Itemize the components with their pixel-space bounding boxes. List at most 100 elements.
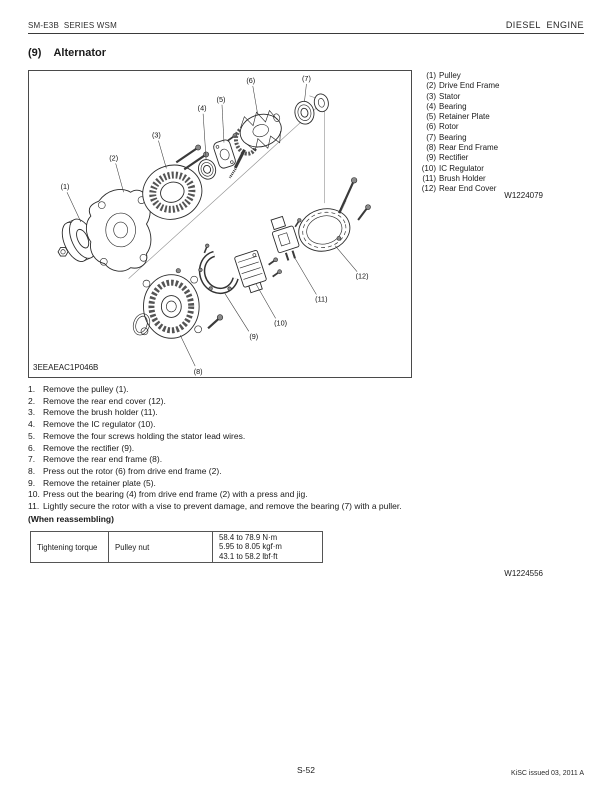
- rotor-drawing: [228, 109, 282, 179]
- part-item: (8)Rear End Frame: [414, 143, 584, 153]
- callout-leader-line: [304, 83, 307, 102]
- step-text: Press out the bearing (4) from drive end…: [43, 489, 308, 500]
- issued-note: KiSC issued 03, 2011 A: [510, 770, 584, 777]
- callout-leader-line: [66, 192, 82, 223]
- figure-svg: (1)(2)(3)(4)(5)(6)(7)(8)(9)(10)(11)(12): [57, 74, 371, 376]
- step-item: 11.Lightly secure the rotor with a vise …: [28, 501, 588, 513]
- callout-leader-line: [221, 104, 225, 143]
- step-text: Remove the four screws holding the stato…: [43, 430, 246, 441]
- steps-list: 1.Remove the pulley (1).2. Remove the rea…: [28, 384, 588, 513]
- step-number: 11.: [28, 501, 40, 512]
- part-item: (12)Rear End Cover: [414, 184, 584, 194]
- exploded-view-figure: (1)(2)(3)(4)(5)(6)(7)(8)(9)(10)(11)(12) …: [28, 70, 412, 378]
- step-text: Remove the retainer plate (5).: [43, 477, 156, 488]
- step-item: 4.Remove the IC regulator (10).: [28, 419, 588, 431]
- part-number: (6): [426, 122, 436, 132]
- step-text: Remove the rear end cover (12).: [43, 395, 166, 406]
- part-item: (9)Rectifier: [414, 153, 584, 163]
- section-code: W1224556: [504, 569, 543, 578]
- part-item: (2)Drive End Frame: [414, 81, 584, 91]
- rear-end-frame-drawing: [132, 268, 224, 339]
- callout-label: (4): [198, 104, 207, 113]
- step-item: 1.Remove the pulley (1).: [28, 384, 588, 396]
- callout-label: (7): [302, 74, 311, 83]
- callout-label: (12): [356, 272, 369, 281]
- torque-table-item: Pulley nut: [109, 532, 213, 564]
- part-number: (7): [426, 132, 436, 142]
- section-name: Alternator: [53, 47, 107, 59]
- part-number: (5): [426, 112, 436, 122]
- figure-caption: 3EEAEAC1P046B: [33, 363, 99, 372]
- part-name: Bearing: [439, 132, 467, 142]
- step-number: 10.: [28, 489, 40, 500]
- step-item: 10.Press out the bearing (4) from drive …: [28, 489, 588, 501]
- callout-leader-line: [224, 293, 250, 332]
- ic-regulator-drawing: [234, 250, 282, 294]
- callout-leader-line: [293, 255, 317, 295]
- part-name: Drive End Frame: [439, 81, 500, 91]
- torque-value-kgfm: 5.95 to 8.05 kgf·m: [219, 542, 282, 552]
- part-number: (2): [426, 81, 436, 91]
- part-number: (11): [422, 173, 436, 183]
- torque-value-nm: 58.4 to 78.9 N·m: [219, 533, 278, 542]
- rectifier-drawing: [198, 243, 239, 295]
- callout-leader-line: [252, 85, 259, 115]
- section-title: (9) Alternator: [28, 47, 106, 59]
- step-number: 2.: [28, 395, 36, 406]
- brush-holder-drawing: [270, 215, 302, 261]
- part-name: Bearing: [439, 101, 467, 111]
- torque-table-values: 58.4 to 78.9 N·m 5.95 to 8.05 kgf·m 43.1…: [213, 532, 323, 564]
- part-name: IC Regulator: [439, 163, 484, 173]
- part-item: (5)Retainer Plate: [414, 112, 584, 122]
- part-name: Brush Holder: [439, 173, 486, 183]
- torque-table-label: Tightening torque: [31, 532, 109, 564]
- step-number: 9.: [28, 477, 36, 488]
- part-name: Rotor: [439, 122, 459, 132]
- retainer-plate-drawing: [213, 139, 236, 169]
- part-number: (8): [426, 143, 436, 153]
- step-number: 6.: [28, 442, 36, 453]
- step-text: Lightly secure the rotor with a vise to …: [43, 501, 402, 512]
- part-item: (4)Bearing: [414, 102, 584, 112]
- part-name: Rear End Cover: [439, 184, 497, 194]
- part-name: Pulley: [439, 71, 461, 80]
- part-number: (4): [426, 101, 436, 111]
- step-item: 9. Remove the retainer plate (5).: [28, 478, 588, 490]
- callout-label: (3): [152, 131, 161, 140]
- callout-leader-line: [202, 113, 207, 160]
- part-item: (11)Brush Holder: [414, 174, 584, 184]
- parts-list: (1)Pulley(2)Drive End Frame(3)Stator(4)B…: [414, 71, 584, 195]
- figure-code: W1224079: [504, 191, 543, 200]
- step-number: 8.: [28, 465, 36, 476]
- step-number: 3.: [28, 407, 36, 418]
- step-number: 5.: [28, 430, 36, 441]
- part-item: (1)Pulley: [414, 71, 584, 81]
- part-number: (10): [421, 163, 436, 173]
- section-number: (9): [28, 47, 42, 59]
- page-header: SM-E3B SERIES WSM DIESEL ENGINE: [28, 20, 584, 34]
- callout-leader-line: [158, 140, 167, 169]
- rear-end-cover-drawing: [298, 177, 371, 252]
- callout-label: (10): [274, 318, 287, 327]
- header-left-text: SM-E3B SERIES WSM: [28, 21, 117, 30]
- part-name: Stator: [439, 91, 461, 101]
- part-number: (9): [426, 153, 436, 163]
- step-text: Remove the pulley (1).: [43, 384, 129, 394]
- callout-label: (9): [249, 332, 258, 341]
- page-number: S-52: [297, 765, 315, 775]
- header-right-text: DIESEL ENGINE: [505, 20, 584, 30]
- step-number: 7.: [28, 454, 36, 465]
- callout-label: (2): [109, 153, 118, 162]
- part-item: (3)Stator: [414, 92, 584, 102]
- part-name: Rectifier: [439, 153, 469, 163]
- step-item: 2. Remove the rear end cover (12).: [28, 396, 588, 408]
- part-name: Retainer Plate: [439, 112, 490, 122]
- callout-leader-line: [180, 335, 196, 367]
- step-item: 8.Press out the rotor (6) from drive end…: [28, 466, 588, 478]
- callout-label: (6): [246, 76, 255, 85]
- callout-label: (5): [217, 95, 226, 104]
- part-item: (6)Rotor: [414, 122, 584, 132]
- step-text: Remove the rear end frame (8).: [43, 454, 163, 465]
- torque-table: Tightening torque Pulley nut 58.4 to 78.…: [30, 531, 323, 564]
